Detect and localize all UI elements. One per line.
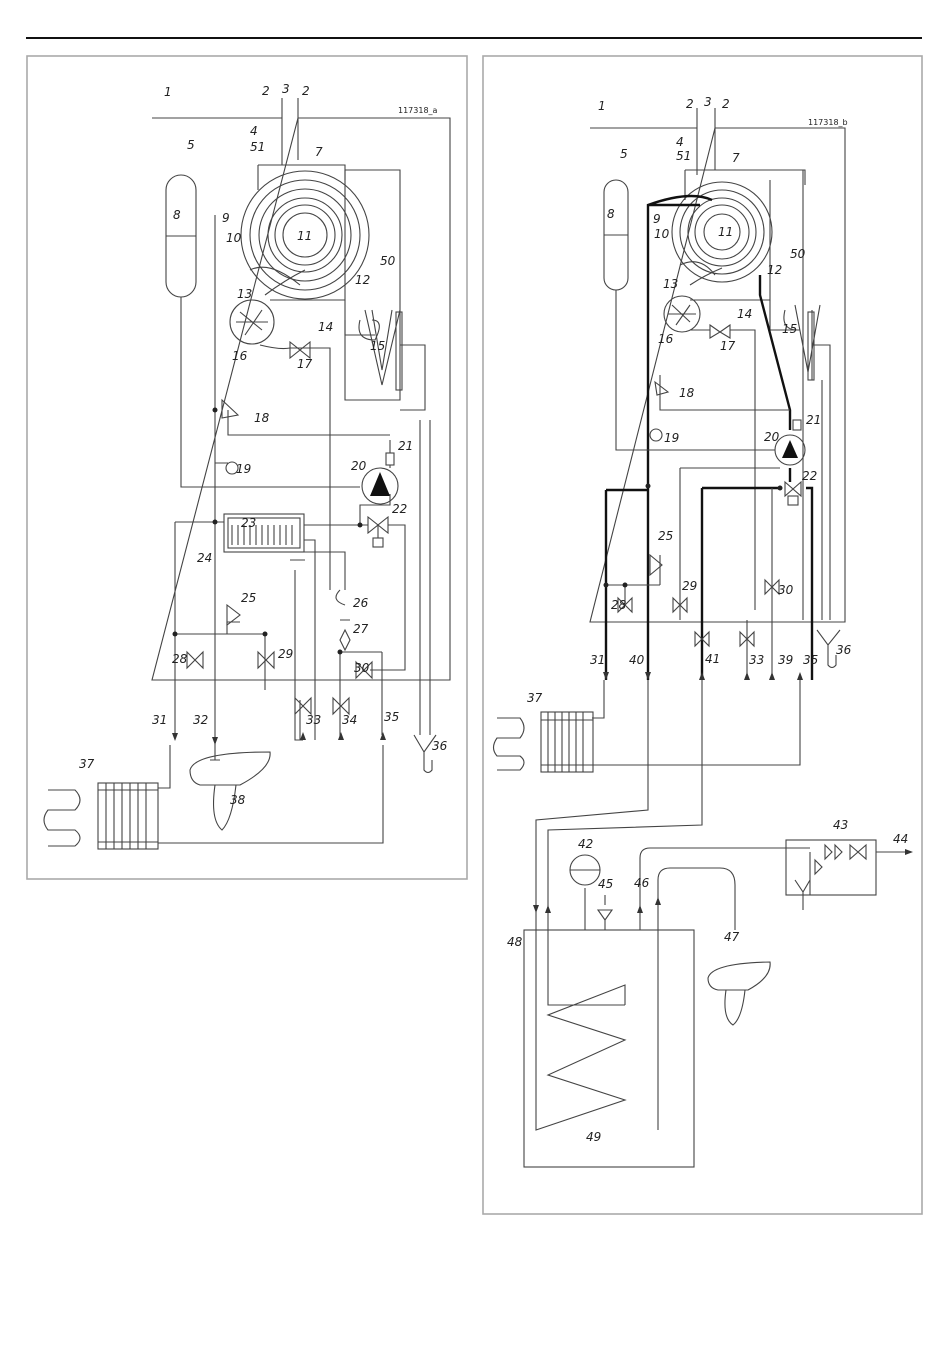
diagram-b-label-31: 33 xyxy=(749,653,764,667)
diagram-a-label-14: 13 xyxy=(237,287,252,301)
diagram-b-label-8: 8 xyxy=(607,207,615,221)
diagram-a-label-36: 35 xyxy=(384,710,399,724)
diagram-a-label-27: 25 xyxy=(241,591,256,605)
wash-basin xyxy=(190,745,270,830)
diagram-a-label-32: 31 xyxy=(152,713,167,727)
diagram-a-label-26: 26 xyxy=(353,596,369,610)
diagram-b-label-28: 31 xyxy=(590,653,605,667)
diagram-a-label-9: 9 xyxy=(222,211,230,225)
diagram-a-label-35: 34 xyxy=(342,713,357,727)
diagram-a-label-15: 14 xyxy=(318,320,333,334)
diagram-b-label-23: 22 xyxy=(802,469,817,483)
diagram-a-label-21: 19 xyxy=(236,462,251,476)
diagram-b-label-7: 7 xyxy=(732,151,740,165)
diagram-a-label-5: 51 xyxy=(250,140,265,154)
diagram-b-label-43: 49 xyxy=(586,1130,601,1144)
diagram-b-label-1: 2 xyxy=(686,97,694,111)
diagram-b-label-21: 19 xyxy=(664,431,679,445)
diagram-a-label-39: 38 xyxy=(230,793,246,807)
diagram-a-label-13: 12 xyxy=(355,273,370,287)
radiator-b xyxy=(494,712,594,772)
diagram-a-label-24: 22 xyxy=(392,502,407,516)
diagram-b-label-19: 18 xyxy=(679,386,695,400)
diagram-b-label-14: 13 xyxy=(663,277,678,291)
hot-water-tank xyxy=(524,930,694,1167)
diagram-a-label-30: 29 xyxy=(278,647,293,661)
diagram-a-label-20: 21 xyxy=(398,439,413,453)
diagram-b-label-32: 39 xyxy=(778,653,793,667)
diagram-b-label-9: 9 xyxy=(653,212,661,226)
diagram-b-label-34: 36 xyxy=(836,643,852,657)
diagram-b-label-13: 12 xyxy=(767,263,782,277)
diagram-b-label-11: 11 xyxy=(718,225,733,239)
diagram-b-label-27: 30 xyxy=(778,583,794,597)
diagram-b-label-24: 25 xyxy=(658,529,673,543)
diagram-b-label-26: 28 xyxy=(611,598,627,612)
diagram-b-label-30: 41 xyxy=(705,652,720,666)
diagram-b-label-20: 21 xyxy=(806,413,821,427)
diagram-a-label-6: 5 xyxy=(187,138,195,152)
diagram-b-label-4: 4 xyxy=(676,135,684,149)
diagram-b-label-6: 5 xyxy=(620,147,628,161)
diagram-b-label-16: 15 xyxy=(782,322,797,336)
diagram-a-label-22: 20 xyxy=(351,459,367,473)
diagram-a-label-8: 8 xyxy=(173,208,181,222)
primary-heat-exchanger xyxy=(241,170,379,340)
diagram-a-label-10: 10 xyxy=(226,231,242,245)
diagram-a-label-11: 11 xyxy=(297,229,312,243)
diagram-a-label-37: 36 xyxy=(432,739,448,753)
diagram-a-label-34: 33 xyxy=(306,713,321,727)
diagram-b-label-33: 35 xyxy=(803,653,818,667)
diagram-a-label-0: 1 xyxy=(164,85,172,99)
diagram-b-label-40: 46 xyxy=(634,876,650,890)
diagram-a-label-38: 37 xyxy=(79,757,95,771)
diagram-b-label-36: 43 xyxy=(833,818,848,832)
diagram-a-label-7: 7 xyxy=(315,145,323,159)
diagram-b-label-10: 10 xyxy=(654,227,670,241)
diagram-a-label-17: 16 xyxy=(232,349,248,363)
diagram-b-drawing-code: 117318_b xyxy=(808,118,848,127)
diagram-b-label-35: 37 xyxy=(527,691,543,705)
diagram-a-drawing-code: 117318_a xyxy=(398,106,438,115)
diagram-a-label-23: 23 xyxy=(241,516,256,530)
diagram-b-label-0: 1 xyxy=(598,99,606,113)
diagram-b-label-38: 42 xyxy=(578,837,593,851)
diagram-b-label-41: 47 xyxy=(724,930,740,944)
diagram-a-label-1: 2 xyxy=(262,84,270,98)
diagram-b-label-25: 29 xyxy=(682,579,697,593)
diagram-a-label-4: 4 xyxy=(250,124,258,138)
diagram-b-label-3: 2 xyxy=(722,97,730,111)
diagram-a-label-25: 24 xyxy=(197,551,212,565)
diagram-b-label-5: 51 xyxy=(676,149,691,163)
wash-basin-b xyxy=(708,962,770,1025)
diagram-b-label-17: 16 xyxy=(658,332,674,346)
primary-heat-exchanger-b xyxy=(672,180,800,330)
diagram-a-label-18: 17 xyxy=(297,357,313,371)
diagram-b-label-39: 45 xyxy=(598,877,613,891)
diagram-b-label-22: 20 xyxy=(764,430,780,444)
diagram-b-label-12: 50 xyxy=(790,247,806,261)
diagram-b-label-2: 3 xyxy=(704,95,712,109)
diagram-b-label-37: 44 xyxy=(893,832,908,846)
diagram-a-label-19: 18 xyxy=(254,411,270,425)
diagram-a-label-31: 30 xyxy=(354,661,370,675)
diagram-a-label-16: 15 xyxy=(370,339,385,353)
diagram-a-label-33: 32 xyxy=(193,713,208,727)
diagram-b-label-18: 17 xyxy=(720,339,736,353)
diagram-a-label-29: 28 xyxy=(172,652,188,666)
diagram-a-label-12: 50 xyxy=(380,254,396,268)
diagram-b-label-29: 40 xyxy=(629,653,645,667)
diagram-a-label-3: 2 xyxy=(302,84,310,98)
diagram-b-label-15: 14 xyxy=(737,307,752,321)
diagram-a-label-2: 3 xyxy=(282,82,290,96)
diagram-a-label-28: 27 xyxy=(353,622,369,636)
diagram-b-label-42: 48 xyxy=(507,935,523,949)
